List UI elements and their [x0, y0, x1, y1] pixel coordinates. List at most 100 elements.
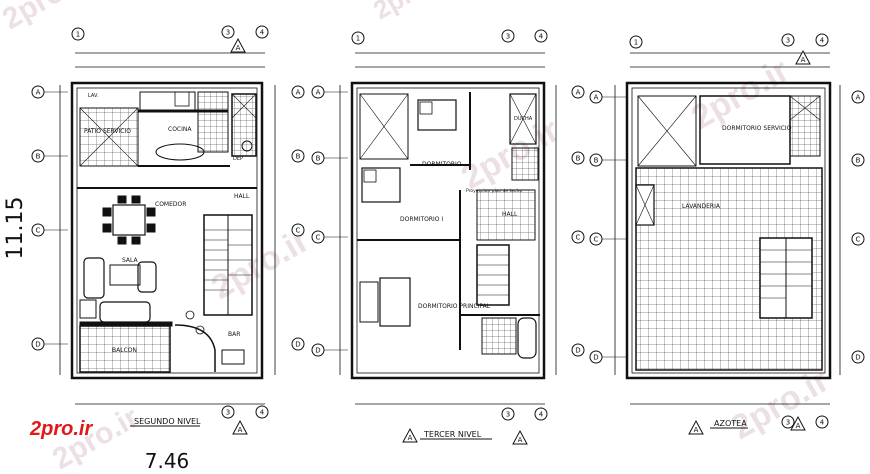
north-arrow-label: A [796, 422, 801, 430]
grid-bubble-label: 3 [226, 409, 230, 417]
plan-title: AZOTEA [714, 419, 747, 428]
grid-bubble-label: C [36, 227, 41, 235]
grid-bubble-label: 1 [356, 35, 360, 43]
grid-bubble [255, 405, 269, 419]
room-label: DORMITORIO PRINCIPAL [418, 303, 491, 310]
grid-bubble-label: A [36, 89, 41, 97]
grid-bubble [291, 223, 305, 237]
room-label: DORMITORIO I [400, 216, 443, 223]
grid-bubble-label: 4 [260, 29, 265, 37]
grid-bubble-label: C [316, 234, 321, 242]
grid-bubble-label: A [576, 89, 581, 97]
north-arrow-label: A [238, 426, 243, 434]
grid-bubble [571, 85, 585, 99]
grid-bubble-label: B [296, 153, 301, 161]
room-label: LAV. [88, 93, 99, 99]
grid-bubble-label: A [296, 89, 301, 97]
plan-tercer-nivel-labels: DORMITORIO DORMITORIO I DORMITORIO PRINC… [400, 116, 533, 440]
overall-height-dimension: 11.15 [3, 197, 28, 260]
grid-bubble-label: 4 [260, 409, 265, 417]
grid-bubble-label: B [576, 155, 581, 163]
plan-segundo-nivel [59, 52, 276, 405]
grid-bubble [851, 232, 865, 246]
room-label: HALL [234, 193, 250, 200]
grid-bubble [501, 29, 515, 43]
plan-title: TERCER NIVEL [423, 430, 482, 439]
room-label: DEP [233, 156, 243, 162]
grid-bubble-label: A [594, 94, 599, 102]
plan-segundo-nivel-labels: PATIO SERVICIO COCINA COMEDOR SALA BALCO… [84, 93, 250, 427]
room-label: Proyeccion piso de techo [466, 188, 522, 194]
grid-bubble-label: 3 [226, 29, 230, 37]
room-label: SALA [122, 257, 139, 264]
north-arrow-label: A [694, 426, 699, 434]
north-arrow-icon [512, 429, 528, 445]
grid-bubble [815, 33, 829, 47]
grid-bubble-label: 4 [539, 411, 544, 419]
grid-bubble-label: 4 [539, 33, 544, 41]
grid-bubble-label: C [296, 227, 301, 235]
grid-bubble-label: 4 [820, 37, 825, 45]
grid-bubble-label: D [575, 347, 580, 355]
grid-bubble [291, 337, 305, 351]
room-label: LAVANDERIA [682, 203, 721, 210]
grid-bubble-label: 3 [786, 419, 790, 427]
north-arrow-icon [790, 415, 806, 431]
grid-bubble [571, 343, 585, 357]
grid-bubble-label: C [856, 236, 861, 244]
room-label: PATIO SERVICIO [84, 128, 131, 135]
grid-bubble-label: D [855, 354, 860, 362]
grid-bubble-label: C [594, 236, 599, 244]
grid-bubble [351, 31, 365, 45]
plan-title: SEGUNDO NIVEL [134, 417, 201, 426]
grid-bubble-label: B [856, 157, 861, 165]
grid-bubble-label: D [295, 341, 300, 349]
room-label: DORMITORIO [422, 161, 462, 168]
room-label: BALCON [112, 347, 137, 354]
overall-width-dimension: 7.46 [145, 449, 190, 473]
grid-bubble-label: D [315, 347, 320, 355]
grid-bubble-label: D [593, 354, 598, 362]
brand-logo: 2pro.ir [30, 418, 93, 440]
north-arrow-label: A [236, 44, 241, 52]
north-arrow-icon [402, 427, 418, 443]
grid-bubble [851, 350, 865, 364]
room-label: DORMITORIO SERVICIO [722, 125, 792, 132]
grid-bubble [221, 25, 235, 39]
watermark: 2pro.ir [368, 0, 453, 25]
grid-bubble-label: D [35, 341, 40, 349]
grid-bubble [255, 25, 269, 39]
room-label: BAR [228, 331, 240, 338]
north-arrow-icon [688, 419, 704, 435]
plan-tercer-nivel [339, 52, 557, 405]
north-arrow-label: A [801, 56, 806, 64]
grid-bubble [534, 407, 548, 421]
north-arrow-icon [232, 419, 248, 435]
room-label: COCINA [168, 126, 192, 133]
grid-bubble-label: C [576, 234, 581, 242]
plan-azotea [614, 52, 841, 405]
grid-bubble [781, 33, 795, 47]
grid-bubble-label: 1 [76, 31, 80, 39]
north-arrow-icon [795, 49, 811, 65]
grid-bubble [815, 415, 829, 429]
grid-bubble-label: 3 [506, 411, 510, 419]
room-label: COMEDOR [155, 201, 186, 208]
grid-bubble-label: B [594, 157, 599, 165]
grid-bubble [851, 153, 865, 167]
grid-bubble [291, 85, 305, 99]
plan-azotea-labels: DORMITORIO SERVICIO LAVANDERIA AZOTEA [682, 125, 792, 429]
grid-bubble [534, 29, 548, 43]
north-arrow-label: A [408, 434, 413, 442]
plan-markers: A A A A A A A [230, 37, 811, 445]
grid-bubble-label: 4 [820, 419, 825, 427]
grid-bubble [571, 151, 585, 165]
grid-bubble [221, 405, 235, 419]
room-label: HALL [502, 211, 518, 218]
grid-bubble [291, 149, 305, 163]
north-arrow-label: A [518, 436, 523, 444]
grid-bubble-label: A [316, 89, 321, 97]
grid-bubble-label: 1 [634, 39, 638, 47]
